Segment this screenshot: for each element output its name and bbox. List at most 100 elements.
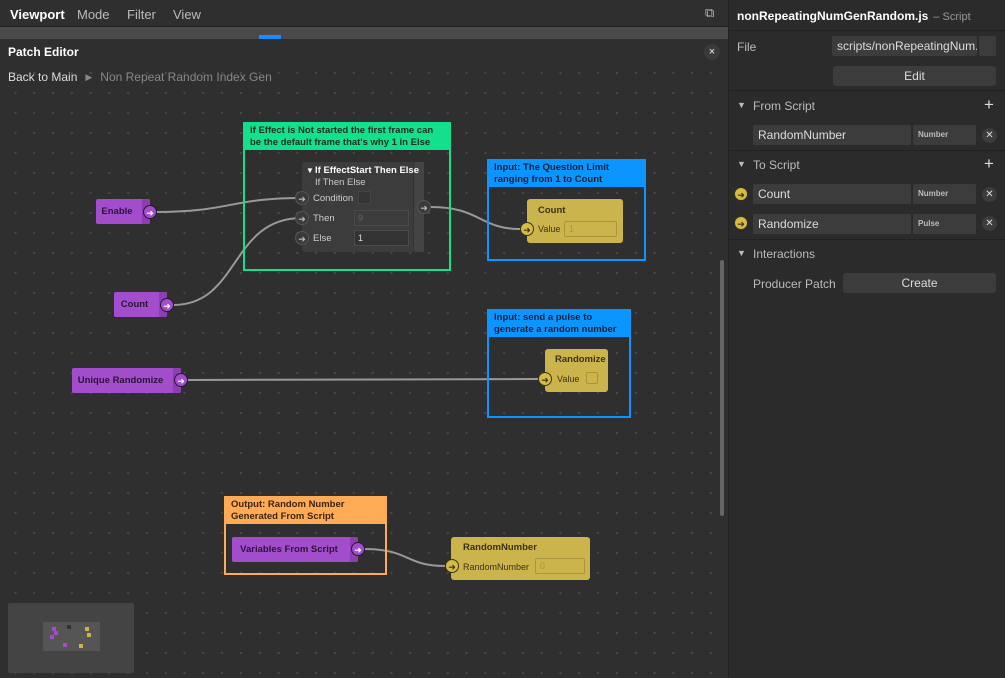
wire-count-then — [172, 217, 303, 306]
input-port-icon[interactable]: ➜ — [295, 191, 309, 205]
input-port-icon[interactable]: ➜ — [520, 222, 534, 236]
value-label: Value — [538, 224, 561, 234]
minimap-node — [54, 631, 58, 635]
from-script-name-field[interactable]: RandomNumber — [753, 125, 911, 145]
comment-text: Input: send a pulse to generate a random… — [489, 311, 629, 337]
node-title: Randomize — [555, 354, 606, 365]
menu-mode[interactable]: Mode — [77, 7, 110, 22]
remove-icon[interactable]: ✕ — [982, 187, 997, 202]
menu-viewport[interactable]: Viewport — [10, 7, 65, 22]
wire-ifelse-count — [430, 206, 521, 230]
collapse-triangle-icon[interactable]: ▼ — [306, 166, 314, 175]
viewport-preview — [0, 27, 728, 39]
node-label: Unique Randomize — [77, 375, 164, 386]
node-subtitle: If Then Else — [315, 177, 366, 188]
node-randomize-input[interactable]: Randomize Value — [545, 349, 608, 392]
output-port-icon[interactable]: ➜ — [351, 542, 365, 556]
output-port-icon[interactable]: ➜ — [160, 298, 174, 312]
file-picker-button[interactable] — [979, 36, 996, 56]
wire-unique-randomize — [186, 378, 539, 381]
collapse-triangle-icon[interactable]: ▼ — [737, 248, 746, 258]
inspector-subtitle: – Script — [933, 11, 971, 23]
node-title: RandomNumber — [463, 542, 537, 553]
breadcrumb-back[interactable]: Back to Main — [8, 70, 78, 84]
input-port-icon[interactable]: ➜ — [295, 231, 309, 245]
remove-icon[interactable]: ✕ — [982, 128, 997, 143]
else-input[interactable]: 1 — [354, 230, 409, 246]
node-count-input[interactable]: Count Value 1 — [527, 199, 623, 243]
input-port-icon[interactable]: ➜ — [734, 187, 748, 201]
to-script-header[interactable]: To Script — [753, 158, 800, 172]
then-input[interactable]: 9 — [354, 210, 409, 226]
value-input[interactable]: 1 — [564, 221, 617, 237]
output-port-icon[interactable]: ➜ — [417, 200, 431, 214]
minimap-node — [79, 644, 83, 648]
popout-icon[interactable]: ⧉ — [705, 5, 715, 20]
wire-variables-randomnumber — [363, 548, 446, 567]
input-port-icon[interactable]: ➜ — [445, 559, 459, 573]
add-from-script-icon[interactable]: + — [984, 95, 994, 114]
node-enable[interactable]: Enable — [96, 199, 150, 224]
comment-box-orange[interactable]: Output: Random Number Generated From Scr… — [224, 496, 387, 575]
breadcrumb-chevron-icon: ▶ — [85, 71, 93, 82]
output-port-icon[interactable]: ➜ — [143, 205, 157, 219]
divider — [729, 90, 1005, 91]
minimap-node — [63, 643, 67, 647]
file-path-field[interactable]: scripts/nonRepeatingNum... — [832, 36, 977, 56]
add-to-script-icon[interactable]: + — [984, 154, 994, 173]
breadcrumb: Back to Main ▶ Non Repeat Random Index G… — [8, 70, 272, 84]
wires — [155, 197, 539, 567]
from-script-type-select[interactable]: Number — [913, 125, 976, 145]
node-unique-randomize[interactable]: Unique Randomize — [72, 368, 181, 393]
collapse-triangle-icon[interactable]: ▼ — [737, 159, 746, 169]
to-script-type-select[interactable]: Pulse — [913, 214, 976, 234]
output-port-icon[interactable]: ➜ — [174, 373, 188, 387]
patch-editor-title: Patch Editor — [8, 45, 79, 59]
condition-checkbox[interactable] — [358, 191, 371, 204]
node-label: Enable — [101, 206, 133, 217]
value-input[interactable]: 0 — [535, 558, 585, 574]
collapse-triangle-icon[interactable]: ▼ — [737, 100, 746, 110]
interactions-header[interactable]: Interactions — [753, 247, 816, 261]
input-port-icon[interactable]: ➜ — [734, 216, 748, 230]
inspector-panel: nonRepeatingNumGenRandom.js – Script Fil… — [728, 0, 1005, 678]
input-port-icon[interactable]: ➜ — [295, 211, 309, 225]
input-port-icon[interactable]: ➜ — [538, 372, 552, 386]
viewport-tab-indicator — [259, 35, 281, 39]
node-if-then-else[interactable]: ▼ If EffectStart Then Else If Then Else … — [302, 162, 424, 252]
node-random-number[interactable]: RandomNumber RandomNumber 0 — [451, 537, 590, 580]
minimap-node — [67, 625, 71, 629]
from-script-header[interactable]: From Script — [753, 99, 816, 113]
menu-filter[interactable]: Filter — [127, 7, 156, 22]
create-button[interactable]: Create — [843, 273, 996, 293]
edit-button[interactable]: Edit — [833, 66, 996, 86]
comment-text: Input: The Question Limit ranging from 1… — [489, 161, 644, 187]
comment-box-blue-count[interactable]: Input: The Question Limit ranging from 1… — [487, 159, 646, 261]
viewport-menubar: Viewport Mode Filter View ⧉ — [0, 0, 728, 27]
vertical-scrollbar[interactable] — [720, 260, 724, 516]
minimap[interactable] — [8, 603, 134, 673]
file-label: File — [737, 40, 757, 54]
to-script-name-field[interactable]: Count — [753, 184, 911, 204]
comment-box-blue-randomize[interactable]: Input: send a pulse to generate a random… — [487, 309, 631, 418]
condition-label: Condition — [313, 193, 354, 204]
value-label: Value — [557, 374, 580, 384]
then-label: Then — [313, 213, 335, 224]
comment-box-green[interactable]: if Effect is Not started the first frame… — [243, 122, 451, 271]
to-script-type-select[interactable]: Number — [913, 184, 976, 204]
inspector-title: nonRepeatingNumGenRandom.js — [737, 9, 929, 23]
node-label: Count — [120, 299, 149, 310]
pulse-checkbox[interactable] — [586, 372, 598, 384]
node-variables-from-script[interactable]: Variables From Script — [232, 537, 358, 562]
value-label: RandomNumber — [463, 562, 530, 572]
divider — [729, 239, 1005, 240]
to-script-name-field[interactable]: Randomize — [753, 214, 911, 234]
comment-text: if Effect is Not started the first frame… — [245, 124, 449, 150]
divider — [729, 30, 1005, 31]
breadcrumb-current: Non Repeat Random Index Gen — [100, 70, 272, 84]
close-icon[interactable]: × — [704, 44, 720, 60]
else-label: Else — [313, 233, 332, 244]
remove-icon[interactable]: ✕ — [982, 216, 997, 231]
patch-editor-header: Patch Editor × — [0, 39, 728, 65]
menu-view[interactable]: View — [173, 7, 201, 22]
